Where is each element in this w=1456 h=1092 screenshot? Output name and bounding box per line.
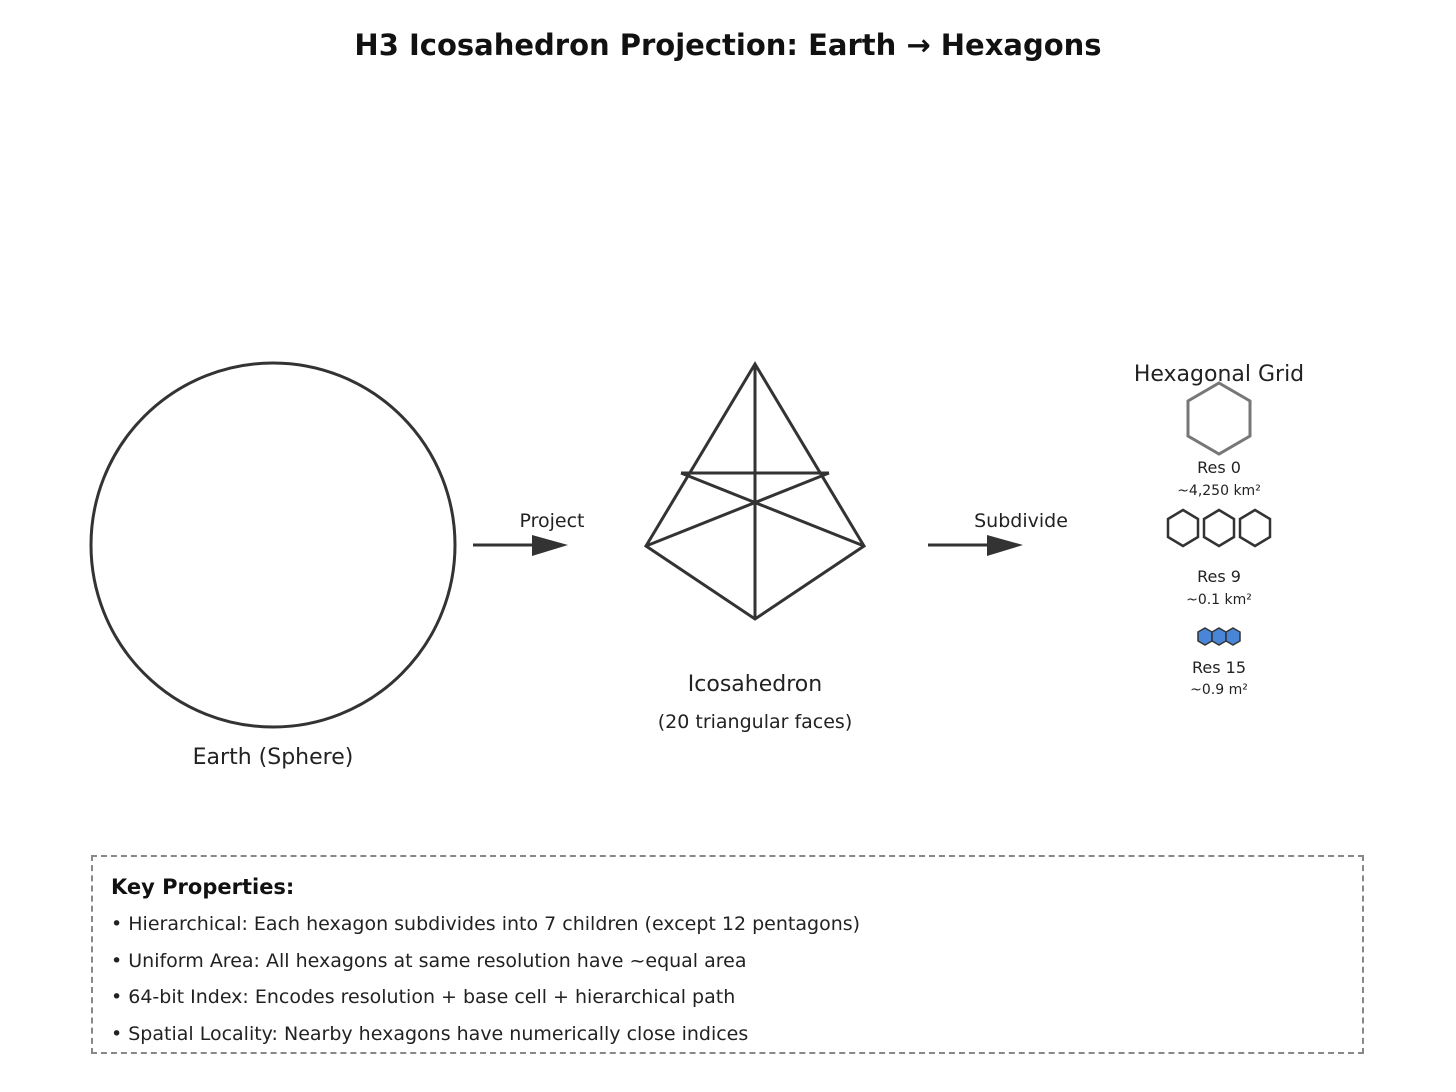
- res-0-group: Res 0 ~4,250 km²: [1177, 381, 1261, 499]
- res-0-area: ~4,250 km²: [1177, 483, 1261, 499]
- key-properties-box: Key Properties: • Hierarchical: Each hex…: [91, 855, 1364, 1054]
- key-property-item: • Spatial Locality: Nearby hexagons have…: [111, 1022, 749, 1045]
- subdivide-arrow: Subdivide: [928, 510, 1068, 556]
- icosahedron-diagonal-edge-1: [680, 471, 865, 548]
- key-property-item: • 64-bit Index: Encodes resolution + bas…: [111, 986, 736, 1008]
- res-15-group: Res 15 ~0.9 m²: [1190, 627, 1248, 698]
- res-0-hexagon: [1186, 381, 1252, 456]
- icosahedron-group: Icosahedron (20 triangular faces): [643, 361, 867, 733]
- earth-group: Earth (Sphere): [89, 361, 457, 770]
- project-arrow-head: [532, 535, 568, 556]
- earth-sphere: [89, 361, 457, 729]
- res-0-name: Res 0: [1197, 458, 1241, 477]
- res-9-hexagon: [1202, 508, 1236, 548]
- res-9-area: ~0.1 km²: [1186, 592, 1252, 608]
- icosahedron-shape: [643, 361, 867, 621]
- key-properties-title: Key Properties:: [111, 875, 295, 899]
- key-property-item: • Uniform Area: All hexagons at same res…: [111, 949, 747, 972]
- res-9-hexagon: [1166, 508, 1200, 548]
- earth-label: Earth (Sphere): [193, 745, 354, 770]
- hex-grid-group: Hexagonal Grid Res 0 ~4,250 km² Res 9 ~0…: [1134, 362, 1304, 698]
- res-15-hexagon: [1211, 627, 1227, 646]
- subdivide-arrow-head: [987, 535, 1023, 556]
- res-15-area: ~0.9 m²: [1190, 682, 1248, 698]
- subdivide-label: Subdivide: [974, 510, 1068, 532]
- res-15-hexagon: [1225, 627, 1241, 646]
- res-15-name: Res 15: [1192, 658, 1246, 677]
- icosahedron-label: Icosahedron: [688, 672, 822, 697]
- project-label: Project: [519, 510, 584, 532]
- res-15-hexagon: [1197, 627, 1213, 646]
- icosahedron-sublabel: (20 triangular faces): [658, 711, 853, 733]
- res-9-name: Res 9: [1197, 567, 1241, 586]
- diagram-title: H3 Icosahedron Projection: Earth → Hexag…: [354, 28, 1101, 62]
- res-9-hexagon: [1238, 508, 1272, 548]
- project-arrow: Project: [473, 510, 585, 556]
- icosahedron-diagonal-edge-2: [645, 471, 830, 548]
- key-property-item: • Hierarchical: Each hexagon subdivides …: [111, 913, 861, 935]
- res-9-group: Res 9 ~0.1 km²: [1166, 508, 1272, 608]
